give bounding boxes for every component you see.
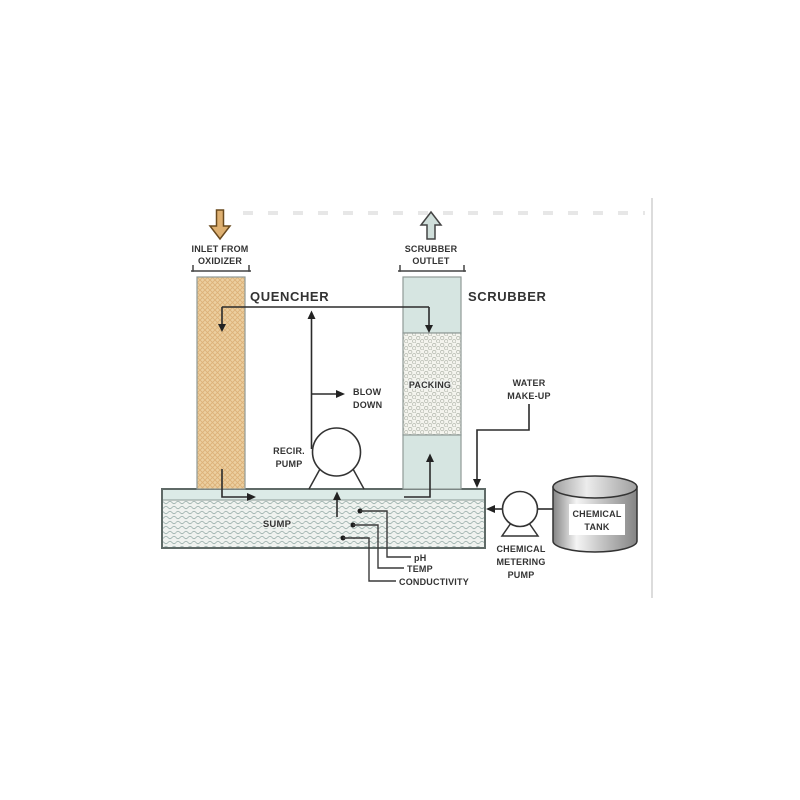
metering-pump-label-line1: CHEMICAL	[496, 544, 545, 554]
blow-down-label-line1: BLOW	[353, 387, 382, 397]
metering-pump-label-line2: METERING	[496, 557, 545, 567]
water-makeup-label-line1: WATER	[513, 378, 546, 388]
sump-surface-band	[162, 489, 485, 500]
recirc-pump	[308, 427, 365, 490]
scrubber-top-section	[402, 276, 462, 334]
quencher-flange	[191, 265, 251, 272]
conductivity-sensor-line	[343, 537, 396, 582]
metering-pump-casing-icon	[501, 490, 539, 528]
quencher-vessel	[191, 265, 251, 490]
metering-pump-legs	[500, 522, 540, 537]
blow-down-label-line2: DOWN	[353, 400, 382, 410]
sump-vessel	[161, 488, 486, 549]
arrow-right-blow-down-icon	[336, 390, 345, 398]
water-makeup-label-line2: MAKE-UP	[507, 391, 550, 401]
chemical-tank-label-line1: CHEMICAL	[572, 509, 621, 519]
sump-liquid-body	[162, 500, 485, 548]
chemical-tank-label-box	[569, 504, 625, 535]
recirc-pump-label-line1: RECIR.	[273, 446, 305, 456]
arrow-up-pump-suction-icon	[333, 491, 341, 500]
quencher-title: QUENCHER	[250, 289, 329, 304]
quencher-drain-pipe	[221, 469, 247, 498]
arrow-up-scrubber-return-icon	[426, 453, 434, 462]
scrubber-return-pipe	[404, 462, 431, 498]
arrow-right-quencher-drain-icon	[247, 493, 256, 501]
inlet-flow-arrow-icon	[208, 209, 232, 241]
chemical-metering-pump	[500, 490, 540, 537]
scrubber-flange	[398, 265, 466, 272]
arrow-left-chemical-feed-icon	[486, 505, 495, 513]
temp-label: TEMP	[407, 564, 433, 574]
outlet-label-line2: OUTLET	[412, 256, 449, 266]
quencher-column	[196, 276, 246, 490]
outlet-flow-arrow-icon	[419, 210, 443, 240]
arrow-down-into-quencher-icon	[218, 324, 226, 332]
chemical-tank-label-line2: TANK	[584, 522, 609, 532]
chemical-tank-top	[552, 475, 638, 499]
arrow-up-riser-icon	[307, 310, 316, 319]
recirc-pump-label-line2: PUMP	[276, 459, 303, 469]
metering-pump-label-line3: PUMP	[508, 570, 535, 580]
recirc-pump-legs	[308, 468, 365, 490]
sump-label: SUMP	[263, 519, 292, 530]
sump-sensors	[340, 508, 411, 582]
recirc-pump-casing-icon	[311, 427, 362, 477]
inlet-label-line1: INLET FROM	[192, 244, 249, 254]
ph-label: pH	[414, 553, 426, 563]
labels: INLET FROM OXIDIZER SCRUBBER OUTLET QUEN…	[192, 244, 622, 587]
packing-label: PACKING	[409, 380, 451, 390]
inlet-label-line2: OXIDIZER	[198, 256, 242, 266]
outlet-label-line1: SCRUBBER	[405, 244, 458, 254]
ph-sensor-line	[360, 510, 411, 558]
arrow-down-into-scrubber-icon	[425, 325, 433, 333]
water-makeup-pipe	[476, 404, 530, 479]
temp-sensor-line	[353, 524, 404, 569]
conductivity-label: CONDUCTIVITY	[399, 577, 469, 587]
scrubber-vessel	[398, 265, 466, 490]
chemical-tank	[552, 475, 638, 553]
piping	[218, 306, 553, 517]
arrow-down-water-makeup-icon	[473, 479, 481, 488]
scrubber-title: SCRUBBER	[468, 289, 546, 304]
sump-outline	[161, 488, 486, 549]
